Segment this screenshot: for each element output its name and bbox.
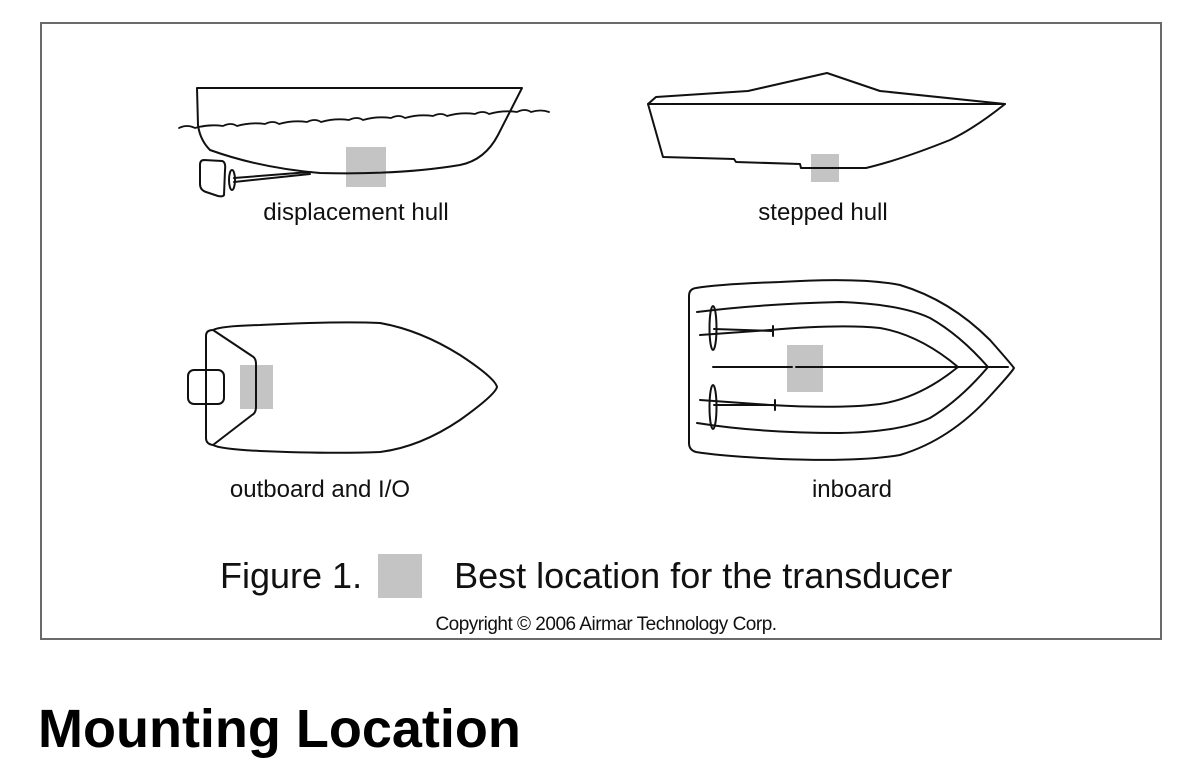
stepped-hull-outline bbox=[647, 72, 1006, 169]
shaft-lower bbox=[713, 399, 776, 411]
propeller bbox=[228, 169, 236, 191]
water-line bbox=[178, 109, 550, 129]
transducer-location-inboard bbox=[787, 345, 823, 392]
label-displacement-hull: displacement hull bbox=[263, 199, 449, 226]
rudder bbox=[199, 159, 227, 198]
displacement-hull-drawing bbox=[178, 87, 550, 198]
caption-prefix: Figure 1. bbox=[220, 555, 363, 596]
outboard-motor bbox=[187, 369, 225, 405]
label-stepped-hull: stepped hull bbox=[758, 199, 888, 226]
outboard-drawing bbox=[187, 321, 498, 454]
boat-diagrams bbox=[178, 72, 1015, 461]
outboard-hull-outline bbox=[205, 321, 498, 454]
shaft-upper bbox=[713, 325, 774, 337]
propeller-lower bbox=[708, 384, 718, 430]
inboard-drawing bbox=[688, 279, 1015, 461]
label-inboard: inboard bbox=[811, 476, 893, 503]
figure-caption: Figure 1. Best location for the transduc… bbox=[220, 554, 952, 598]
legend-swatch bbox=[378, 554, 423, 598]
section-heading: Mounting Location bbox=[38, 699, 521, 759]
label-outboard: outboard and I/O bbox=[229, 476, 411, 503]
outboard-transom bbox=[212, 329, 257, 446]
prop-shaft bbox=[233, 171, 311, 183]
inboard-hull-outline bbox=[688, 279, 1015, 461]
caption-text: Best location for the transducer bbox=[454, 555, 953, 596]
transducer-location-displacement bbox=[346, 147, 386, 187]
copyright-notice: Copyright © 2006 Airmar Technology Corp. bbox=[435, 614, 777, 635]
stepped-hull-drawing bbox=[647, 72, 1006, 182]
propeller-upper bbox=[708, 305, 718, 351]
displacement-hull-outline bbox=[196, 87, 523, 175]
